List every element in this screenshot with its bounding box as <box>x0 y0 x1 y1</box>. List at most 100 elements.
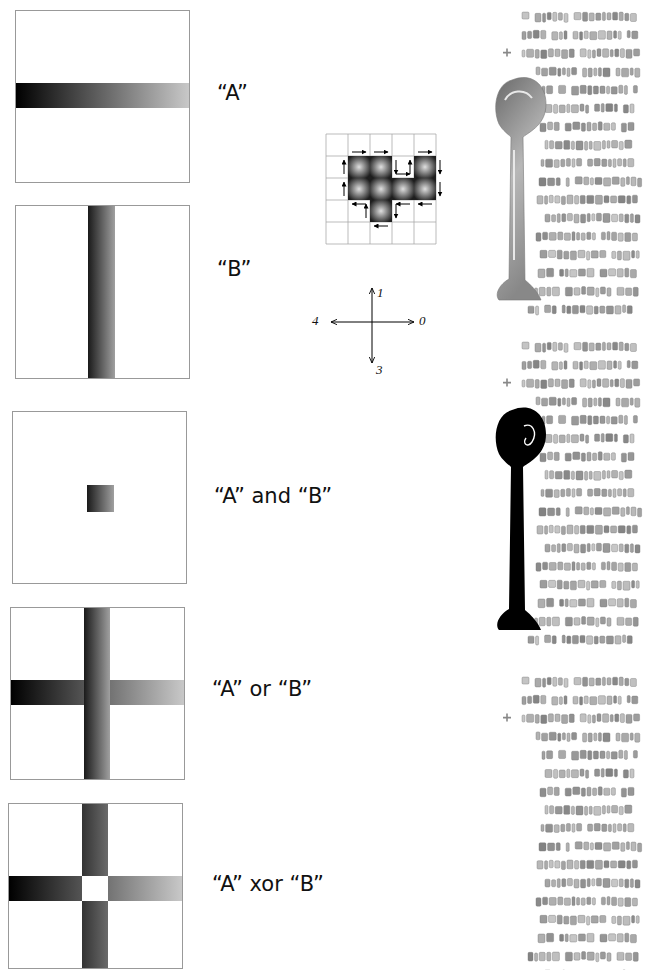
glyph <box>582 617 586 625</box>
glyph <box>539 617 545 625</box>
box-a <box>16 11 190 183</box>
glyph <box>545 214 550 222</box>
glyph <box>572 733 577 740</box>
glyph <box>593 788 597 795</box>
chain-arrow <box>396 160 397 174</box>
glyph <box>545 770 552 778</box>
glyph <box>574 879 579 888</box>
glyph <box>590 178 593 185</box>
glyph <box>569 714 574 722</box>
glyph <box>552 880 556 887</box>
glyph <box>559 415 566 423</box>
glyph <box>588 380 591 389</box>
glyph <box>552 32 558 40</box>
glyph <box>578 915 585 922</box>
glyph <box>565 952 572 961</box>
glyph <box>549 732 556 740</box>
glyph <box>565 934 568 942</box>
glyph <box>630 544 633 553</box>
glyph <box>603 49 609 57</box>
chain-arrow <box>374 226 388 227</box>
glyph <box>580 769 584 776</box>
glyph <box>587 860 594 868</box>
glyph <box>617 599 623 607</box>
glyph <box>607 471 610 479</box>
glyph <box>536 233 541 241</box>
glyph <box>548 452 553 460</box>
glyph <box>553 342 557 351</box>
glyph <box>592 563 595 570</box>
glyph <box>546 159 553 167</box>
glyph <box>553 12 557 21</box>
glyph <box>635 215 640 223</box>
glyph <box>609 934 616 941</box>
glyph <box>611 87 617 94</box>
glyph <box>546 824 553 832</box>
empty-square <box>82 876 108 901</box>
glyph <box>601 769 604 778</box>
glyph <box>528 696 532 703</box>
glyph <box>564 805 570 814</box>
glyph <box>558 398 561 406</box>
glyph <box>583 733 587 742</box>
glyph <box>541 30 546 38</box>
glyph <box>586 105 589 113</box>
glyph <box>587 525 594 533</box>
glyph <box>602 677 605 685</box>
glyph <box>575 177 582 184</box>
shape-pixel <box>370 178 392 200</box>
glyph <box>587 268 594 277</box>
glyph <box>604 843 611 851</box>
glyph <box>580 379 586 387</box>
glyph <box>559 362 562 370</box>
glyph <box>522 361 526 369</box>
glyph <box>603 733 610 742</box>
glyph <box>565 788 571 796</box>
glyph <box>545 805 548 814</box>
glyph <box>552 545 556 552</box>
glyph <box>588 416 592 425</box>
glyph <box>564 678 568 687</box>
glyph <box>573 452 580 460</box>
frame <box>13 412 187 584</box>
glyph <box>606 104 613 112</box>
glyph <box>616 398 620 406</box>
glyph <box>556 178 560 186</box>
glyph <box>626 49 632 58</box>
glyph <box>613 824 616 833</box>
glyph <box>630 935 636 943</box>
glyph <box>571 471 574 479</box>
glyph <box>630 769 634 778</box>
glyph <box>539 952 545 960</box>
glyph <box>552 697 558 705</box>
glyph <box>567 878 572 885</box>
glyph <box>630 104 634 113</box>
glyph <box>566 508 569 517</box>
glyph <box>589 678 594 686</box>
glyph <box>575 507 582 514</box>
glyph <box>567 434 570 442</box>
glyph <box>567 195 573 204</box>
glyph <box>581 453 585 461</box>
glyph <box>621 123 626 132</box>
glyph <box>541 50 547 59</box>
glyph <box>607 897 610 905</box>
glyph <box>542 68 548 76</box>
glyph <box>587 897 591 904</box>
glyph <box>593 416 598 424</box>
glyph <box>618 361 621 369</box>
glyph <box>540 580 547 588</box>
glyph <box>535 343 541 352</box>
glyph <box>528 636 534 643</box>
glyph <box>577 232 580 240</box>
glyph <box>596 288 599 297</box>
glyph <box>562 305 565 313</box>
glyph <box>591 251 598 258</box>
glyph <box>603 879 610 888</box>
shape-pixel <box>348 178 370 200</box>
glyph <box>583 398 587 407</box>
glyph <box>623 916 630 925</box>
glyph <box>628 452 634 460</box>
shape-pixel <box>414 178 436 200</box>
cross-mark <box>503 379 511 387</box>
